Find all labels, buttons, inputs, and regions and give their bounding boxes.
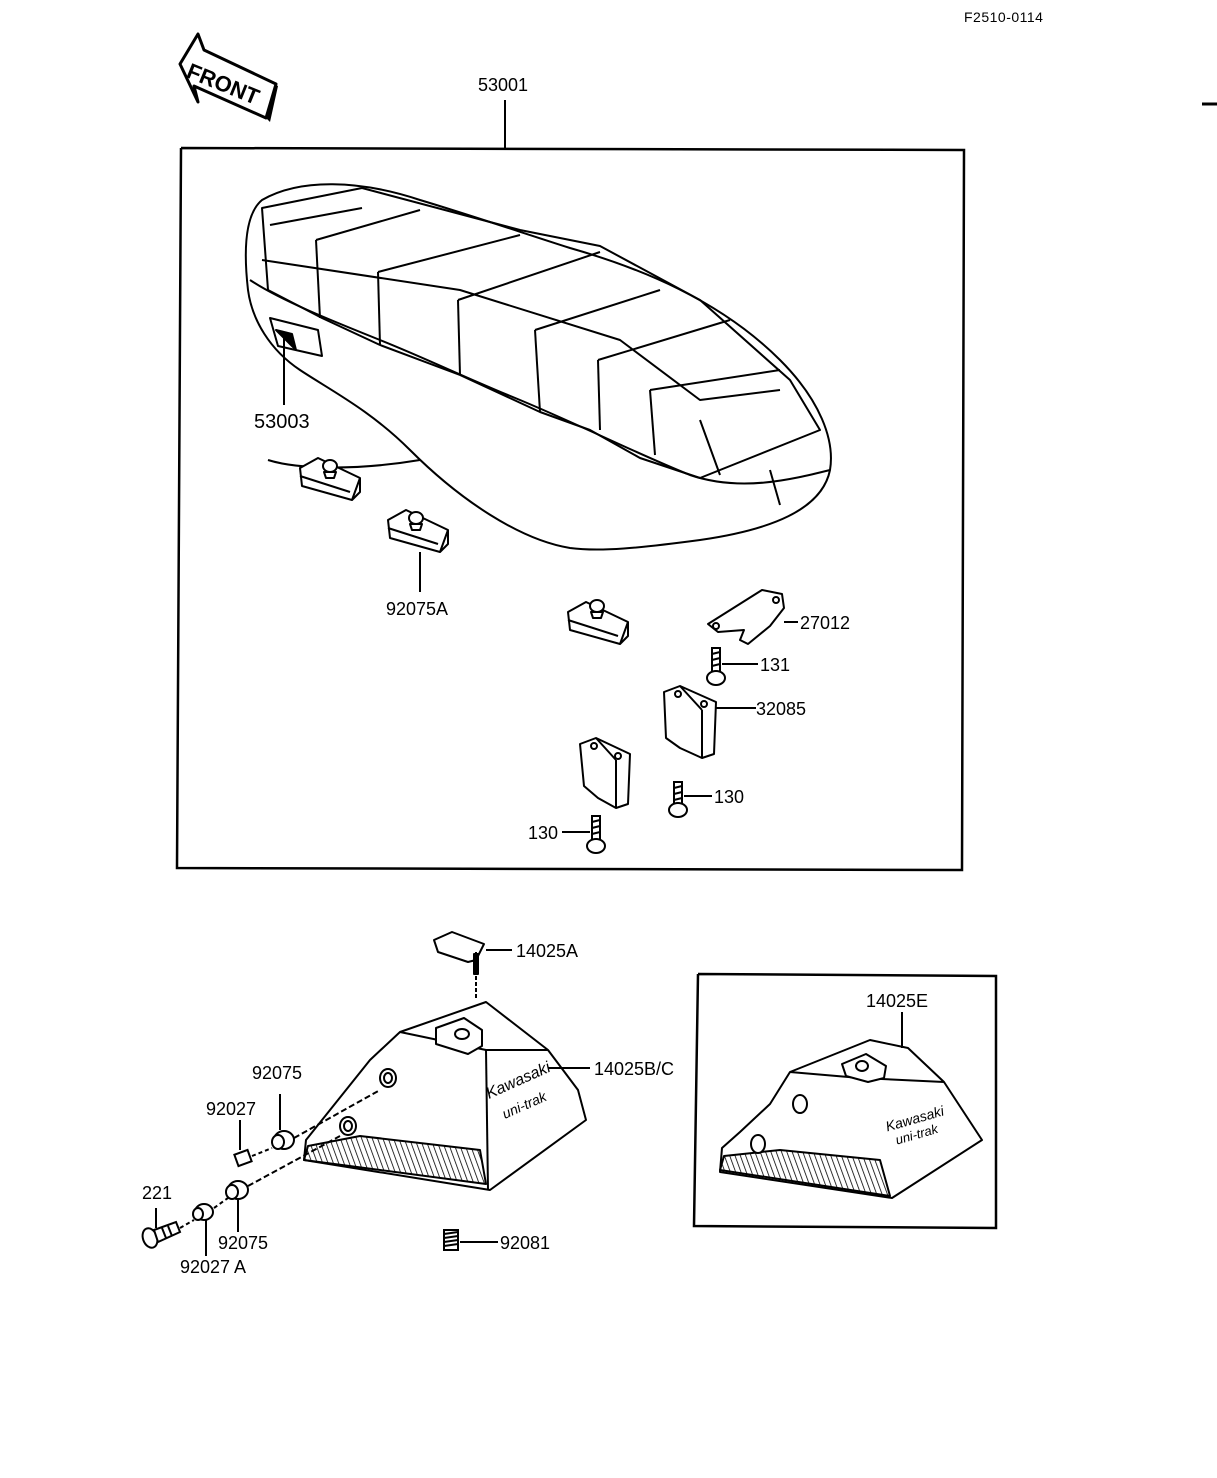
- screw-221: [141, 1208, 195, 1249]
- part-label-14025a: 14025A: [516, 941, 579, 961]
- seat-drawing: [244, 183, 832, 551]
- part-label-14025e: 14025E: [866, 991, 929, 1011]
- part-label-92081: 92081: [500, 1233, 551, 1253]
- part-label-130-right: 130: [714, 787, 745, 807]
- bolt-131: [706, 647, 758, 686]
- seat-damper-block-1: [299, 457, 361, 501]
- inset-frame-14025e: [692, 972, 998, 1230]
- seat-cover-14025e: [719, 1012, 983, 1199]
- part-label-92075a: 92075A: [386, 599, 449, 619]
- seat-damper-block-3: [567, 599, 629, 645]
- part-label-27012: 27012: [800, 613, 851, 633]
- part-label-92027: 92027: [206, 1099, 257, 1119]
- bracket-lower: [579, 737, 631, 809]
- collar-92027a: [192, 1197, 229, 1256]
- cap-14025a: [433, 931, 512, 1000]
- bolt-130-left: [562, 815, 606, 854]
- part-label-92075-lower: 92075: [218, 1233, 269, 1253]
- part-label-14025bc: 14025B/C: [594, 1059, 675, 1079]
- bolt-130-right: [668, 781, 712, 818]
- bracket-27012: [707, 589, 798, 645]
- seat-assembly-frame: [175, 100, 966, 872]
- spring-92081: [443, 1229, 498, 1251]
- part-label-92027a: 92027 A: [180, 1257, 247, 1277]
- collar-92027: [233, 1120, 273, 1168]
- part-label-130-left: 130: [528, 823, 559, 843]
- seat-damper-block-2: [387, 509, 449, 592]
- part-label-221: 221: [142, 1183, 173, 1203]
- drawing-code: F2510-0114: [964, 9, 1044, 25]
- bracket-32085: [663, 685, 756, 759]
- bushing-92075-upper: [271, 1089, 381, 1150]
- part-label-92075-upper: 92075: [252, 1063, 303, 1083]
- part-label-32085: 32085: [756, 699, 807, 719]
- front-arrow-icon: [178, 32, 278, 122]
- bushing-92075-lower: [225, 1135, 341, 1232]
- part-label-53001: 53001: [478, 75, 529, 95]
- part-label-53003: 53003: [254, 411, 310, 433]
- part-label-131: 131: [760, 655, 791, 675]
- seat-cover-14025bc: [303, 1001, 590, 1191]
